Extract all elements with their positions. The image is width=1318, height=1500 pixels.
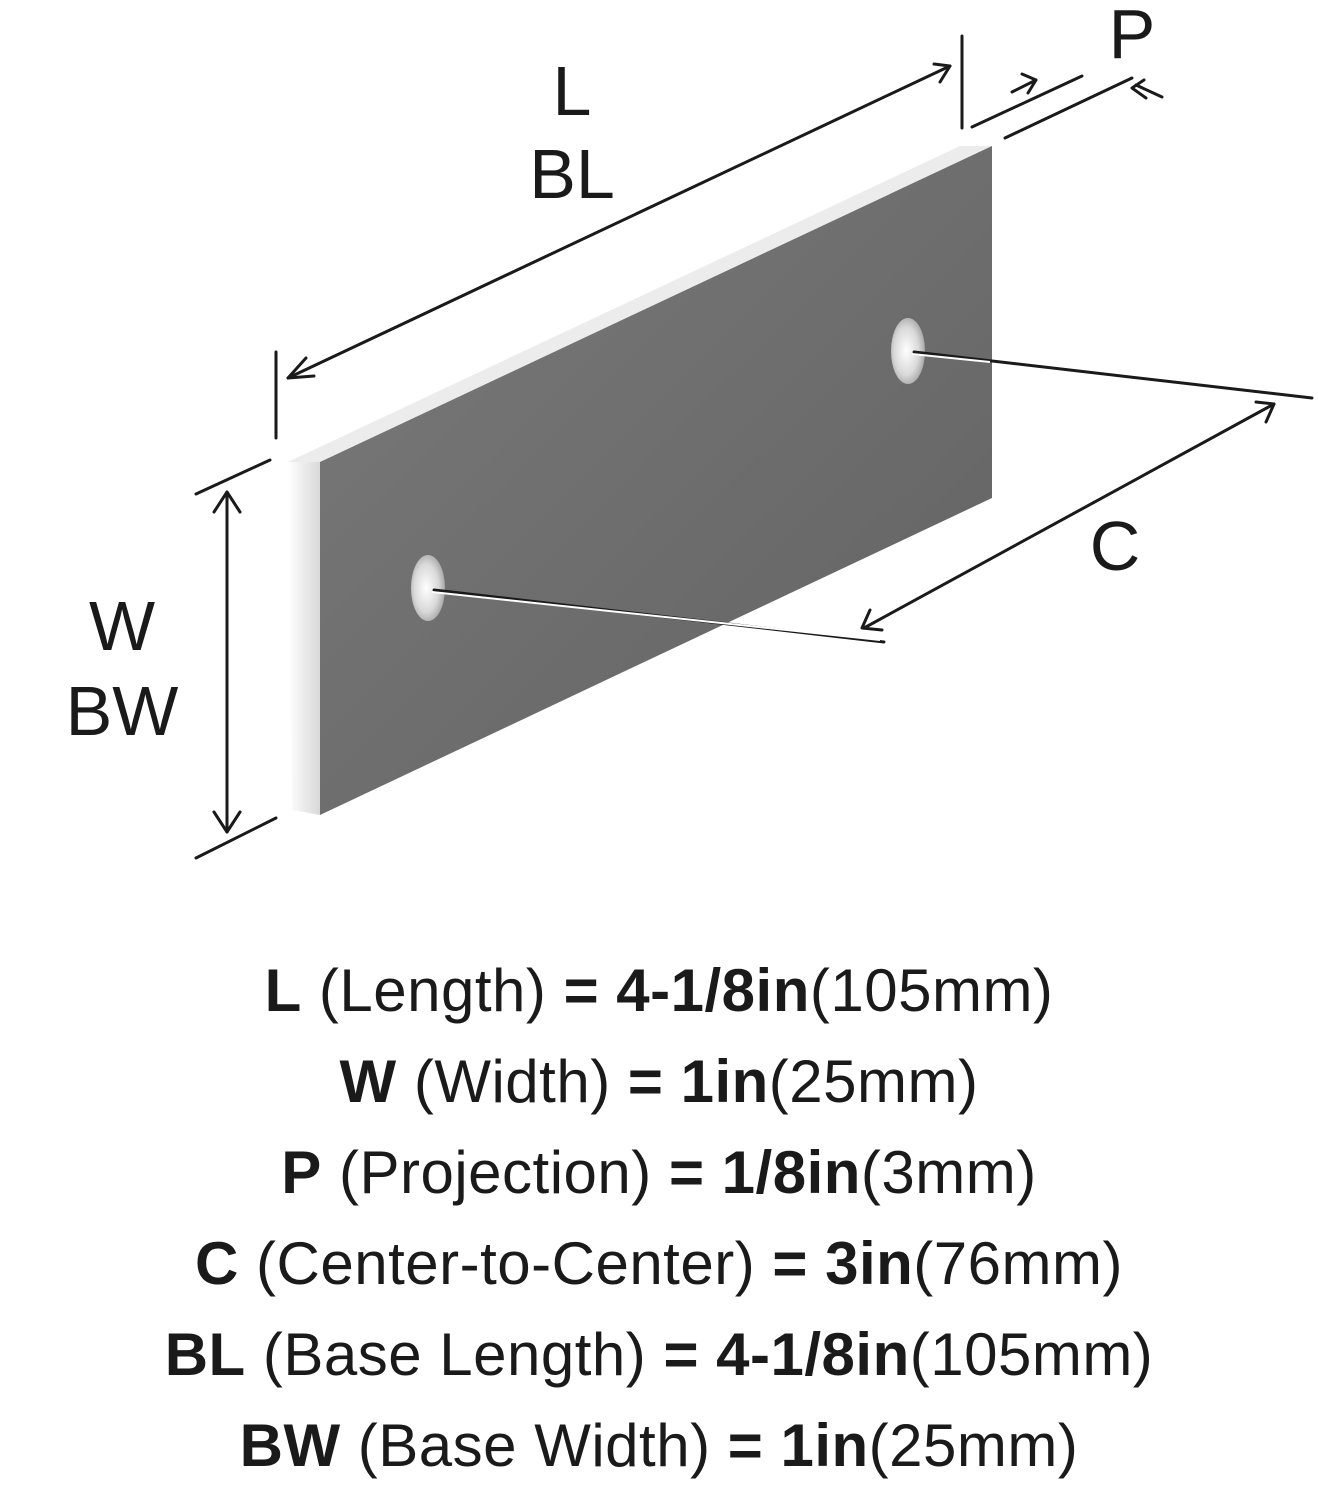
spec-line-length: L (Length) = 4-1/8in(105mm) (0, 945, 1318, 1036)
label-base-width: BW (66, 672, 179, 750)
spec-line-base-length: BL (Base Length) = 4-1/8in(105mm) (0, 1309, 1318, 1400)
mounting-hole-right (891, 318, 925, 384)
spec-value: 4-1/8in (616, 957, 810, 1024)
spec-metric: (76mm) (913, 1230, 1123, 1297)
length-dimension (274, 34, 964, 440)
spec-name: (Projection) (339, 1139, 652, 1206)
label-center-to-center: C (1090, 507, 1141, 585)
spec-metric: (105mm) (909, 1321, 1154, 1388)
spec-abbr: W (339, 1048, 397, 1115)
spec-line-width: W (Width) = 1in(25mm) (0, 1036, 1318, 1127)
spec-equals: = (772, 1230, 808, 1297)
spec-value: 1/8in (721, 1139, 861, 1206)
spec-metric: (25mm) (868, 1412, 1079, 1479)
spec-metric: (3mm) (860, 1139, 1037, 1206)
spec-metric: (105mm) (809, 957, 1054, 1024)
spec-line-base-width: BW (Base Width) = 1in(25mm) (0, 1400, 1318, 1491)
spec-line-projection: P (Projection) = 1/8in(3mm) (0, 1127, 1318, 1218)
spec-equals: = (627, 1048, 664, 1115)
label-projection: P (1109, 0, 1156, 73)
spec-equals: = (563, 957, 600, 1024)
spec-equals: = (663, 1321, 699, 1388)
spec-metric: (25mm) (768, 1048, 979, 1115)
spec-value: 1in (780, 1412, 869, 1479)
spec-name: (Width) (413, 1048, 611, 1115)
label-length: L (553, 52, 592, 130)
dimension-diagram: L BL P W BW C (66, 0, 1314, 860)
label-width: W (89, 587, 155, 665)
spec-value: 4-1/8in (716, 1321, 910, 1388)
projection-dimension (970, 72, 1164, 140)
spec-abbr: BW (239, 1412, 341, 1479)
spec-value: 1in (680, 1048, 769, 1115)
label-base-length: BL (529, 135, 615, 213)
spec-name: (Center-to-Center) (256, 1230, 756, 1297)
plate-face (320, 146, 992, 815)
width-dimension (194, 458, 278, 860)
spec-value: 3in (825, 1230, 914, 1297)
spec-equals: = (668, 1139, 705, 1206)
spec-abbr: L (264, 957, 302, 1024)
spec-name: (Length) (318, 957, 547, 1024)
spec-name: (Base Length) (262, 1321, 647, 1388)
spec-abbr: P (281, 1139, 322, 1206)
backplate (288, 146, 992, 815)
spec-abbr: BL (164, 1321, 246, 1388)
mounting-hole-left (411, 555, 445, 621)
plate-end-edge (288, 462, 320, 815)
spec-name: (Base Width) (357, 1412, 711, 1479)
spec-list: L (Length) = 4-1/8in(105mm) W (Width) = … (0, 945, 1318, 1491)
spec-line-center-to-center: C (Center-to-Center) = 3in(76mm) (0, 1218, 1318, 1309)
spec-abbr: C (195, 1230, 239, 1297)
plate-top-edge (288, 146, 992, 462)
spec-equals: = (727, 1412, 764, 1479)
